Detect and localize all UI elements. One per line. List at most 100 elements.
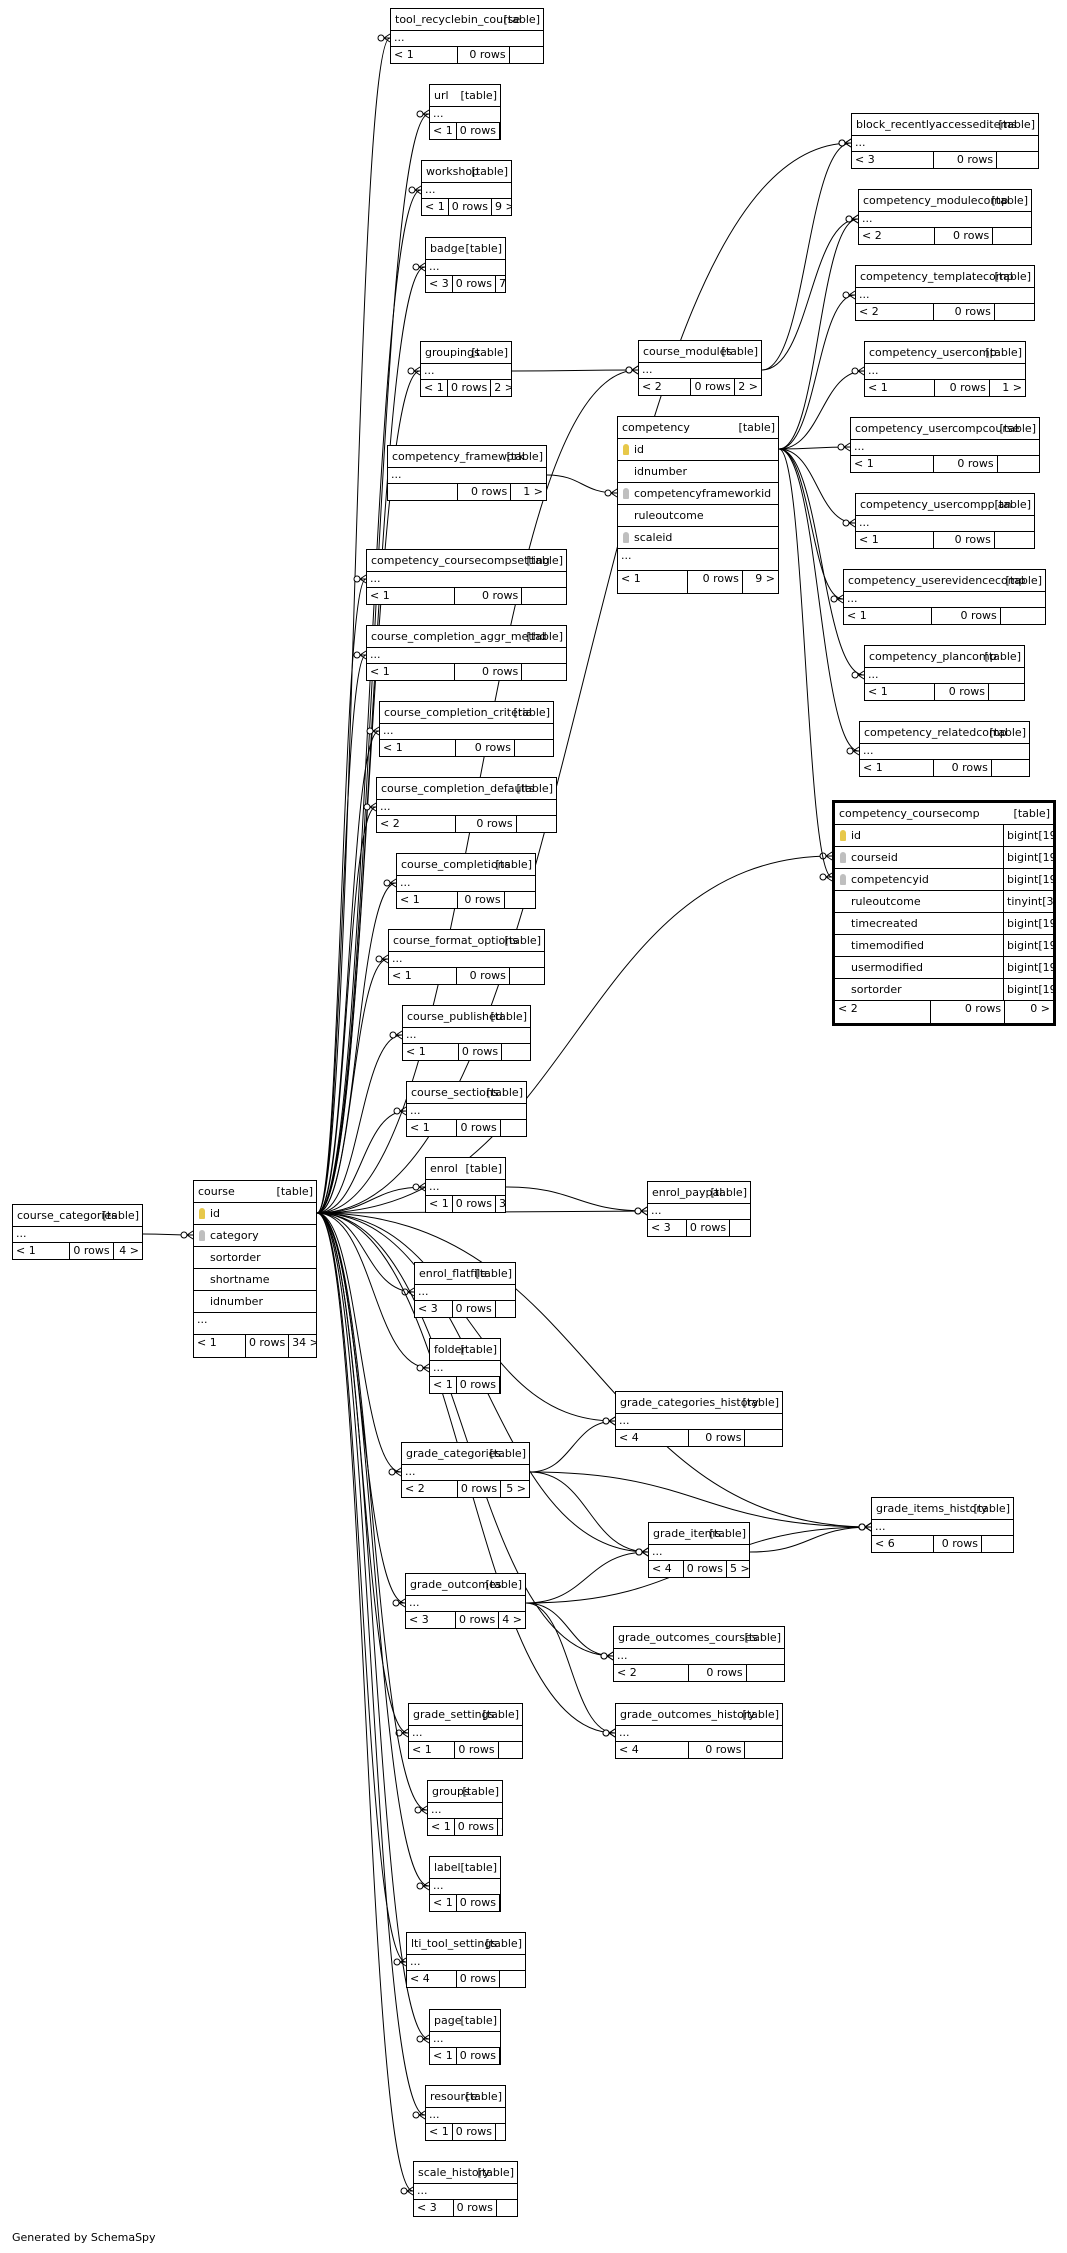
column-row[interactable]: scaleid [618, 527, 778, 549]
parents-count[interactable]: < 4 [407, 1971, 457, 1987]
children-count[interactable] [496, 1301, 515, 1317]
children-count[interactable] [510, 47, 543, 63]
column-row[interactable]: idnumber [194, 1291, 316, 1313]
table-header[interactable]: enrol_paypal[table] [648, 1182, 750, 1204]
children-count[interactable]: 1 > [1002, 381, 1022, 394]
parents-count[interactable]: < 3 [406, 1612, 457, 1628]
table-header[interactable]: competency_plancomp[table] [865, 646, 1024, 668]
children-count[interactable] [730, 1220, 750, 1236]
table-header[interactable]: competency_usercompcourse[table] [851, 418, 1039, 440]
parents-count[interactable]: < 1 [428, 1819, 455, 1835]
column-row[interactable]: sortorder [194, 1247, 316, 1269]
table-header[interactable]: grade_categories[table] [402, 1443, 529, 1465]
parents-count[interactable]: < 2 [614, 1665, 689, 1681]
parents-count[interactable]: < 1 [403, 1044, 459, 1060]
table-competency-userevidencecomp[interactable]: competency_userevidencecomp[table]...< 1… [843, 569, 1046, 625]
table-header[interactable]: resource[table] [426, 2086, 505, 2108]
column-row[interactable]: idnumber [618, 461, 778, 483]
children-count[interactable]: 5 > [506, 1482, 526, 1495]
table-header[interactable]: groupings[table] [421, 342, 511, 364]
parents-count[interactable]: < 3 [852, 152, 934, 168]
parents-count[interactable]: < 6 [872, 1536, 935, 1552]
children-count[interactable]: 0 > [1030, 1002, 1050, 1015]
table-header[interactable]: course_sections[table] [407, 1082, 526, 1104]
parents-count[interactable]: < 3 [426, 276, 453, 292]
parents-count[interactable]: < 1 [860, 760, 935, 776]
parents-count[interactable]: < 1 [856, 532, 935, 548]
parents-count[interactable] [388, 484, 458, 500]
children-count[interactable] [982, 1536, 1013, 1552]
table-header[interactable]: competency_usercompplan[table] [856, 494, 1034, 516]
table-header[interactable]: grade_settings[table] [409, 1704, 522, 1726]
table-header[interactable]: grade_outcomes[table] [406, 1574, 525, 1596]
table-header[interactable]: course[table] [194, 1181, 316, 1203]
parents-count[interactable]: < 1 [421, 380, 448, 396]
parents-count[interactable]: < 1 [430, 1377, 457, 1393]
parents-count[interactable]: < 1 [618, 571, 689, 593]
children-count[interactable] [998, 456, 1039, 472]
children-count[interactable] [745, 1742, 782, 1758]
table-header[interactable]: url[table] [430, 85, 500, 107]
parents-count[interactable]: < 1 [409, 1742, 456, 1758]
table-header[interactable]: page[table] [430, 2010, 500, 2032]
children-count[interactable]: 7 > [498, 277, 505, 290]
table-header[interactable]: grade_outcomes_courses[table] [614, 1627, 784, 1649]
parents-count[interactable]: < 1 [389, 968, 458, 984]
children-count[interactable]: 1 > [523, 485, 543, 498]
table-header[interactable]: competency_coursecompsetting[table] [367, 550, 566, 572]
children-count[interactable] [522, 664, 566, 680]
table-header[interactable]: competency_modulecomp[table] [859, 190, 1031, 212]
column-row[interactable]: competencyframeworkid [618, 483, 778, 505]
children-count[interactable] [1001, 608, 1045, 624]
parents-count[interactable]: < 1 [430, 1895, 457, 1911]
parents-count[interactable]: < 2 [859, 228, 935, 244]
column-row[interactable]: shortname [194, 1269, 316, 1291]
table-header[interactable]: grade_outcomes_history[table] [616, 1704, 782, 1726]
table-header[interactable]: lti_tool_settings[table] [407, 1933, 525, 1955]
table-header[interactable]: competency_coursecomp[table] [835, 803, 1053, 825]
children-count[interactable]: 5 > [730, 1562, 749, 1575]
table-header[interactable]: course_categories[table] [13, 1205, 142, 1227]
table-header[interactable]: competency_usercomp[table] [865, 342, 1025, 364]
parents-count[interactable]: < 1 [865, 684, 935, 700]
children-count[interactable] [510, 968, 544, 984]
children-count[interactable] [995, 532, 1034, 548]
table-competency-coursecomp[interactable]: competency_coursecomp[table]idbigint[19]… [832, 800, 1056, 1026]
parents-count[interactable]: < 4 [616, 1742, 690, 1758]
parents-count[interactable]: < 1 [844, 608, 933, 624]
table-header[interactable]: enrol[table] [426, 1158, 505, 1180]
table-header[interactable]: competency_userevidencecomp[table] [844, 570, 1045, 592]
table-header[interactable]: course_completion_defaults[table] [377, 778, 556, 800]
children-count[interactable] [517, 816, 556, 832]
parents-count[interactable]: < 3 [648, 1220, 687, 1236]
children-count[interactable] [745, 1430, 782, 1446]
column-row[interactable]: id [618, 439, 778, 461]
children-count[interactable]: 2 > [494, 381, 511, 394]
parents-count[interactable]: < 1 [380, 740, 457, 756]
parents-count[interactable]: < 1 [367, 664, 455, 680]
